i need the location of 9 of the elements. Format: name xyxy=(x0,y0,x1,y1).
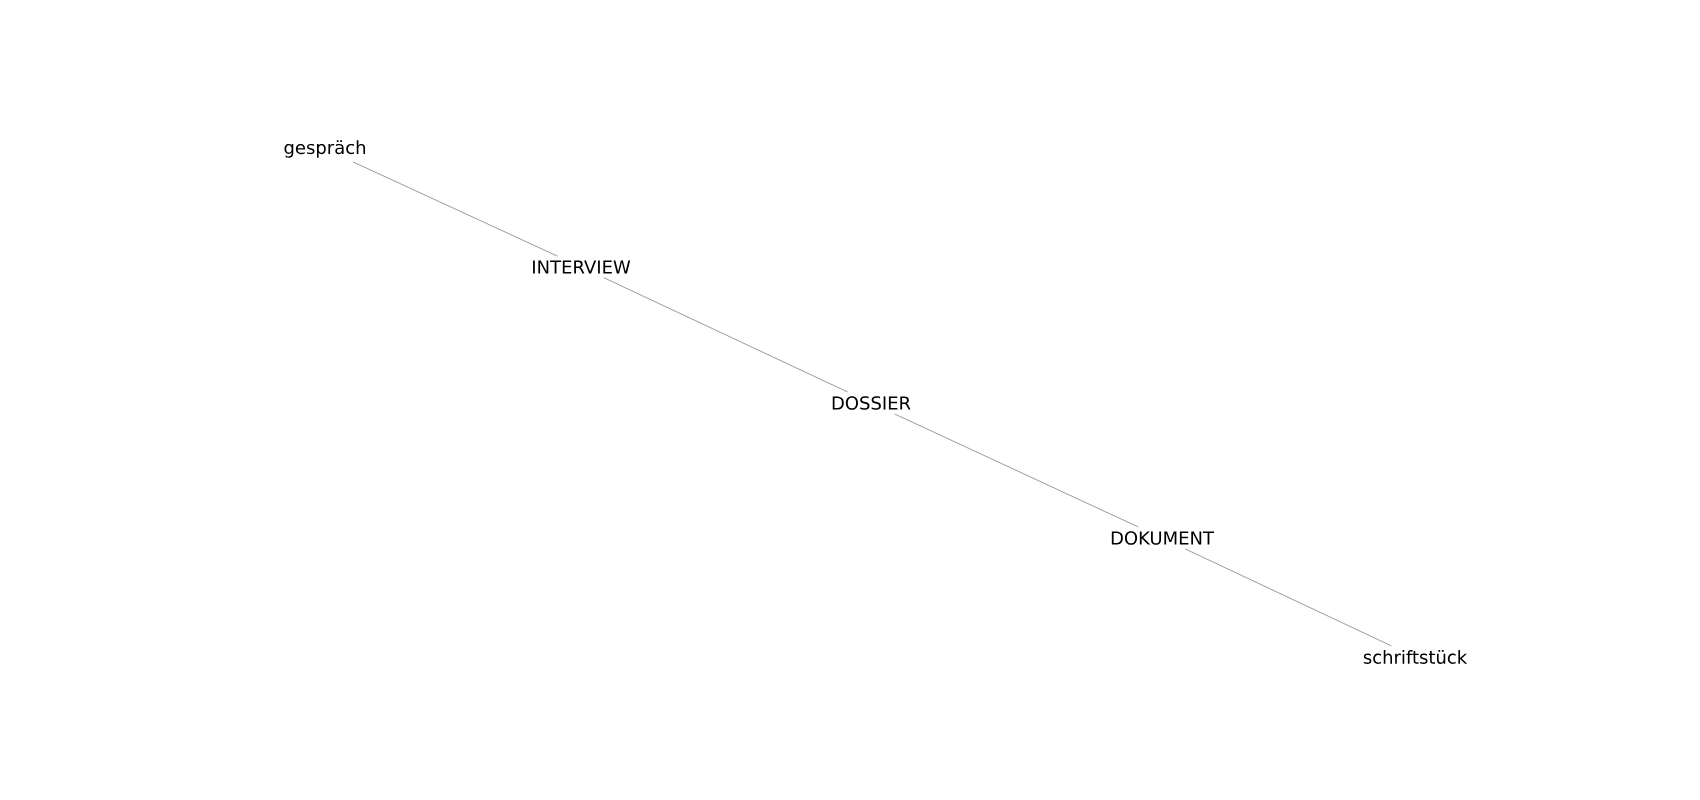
node-label: DOKUMENT xyxy=(1111,531,1215,545)
connector-line xyxy=(894,413,1139,528)
node-label: schriftstück xyxy=(1363,650,1468,664)
connector-line xyxy=(352,161,559,257)
connector-line xyxy=(603,277,848,393)
connector-line xyxy=(1185,548,1392,647)
node-label: gespräch xyxy=(284,140,365,158)
node-label: INTERVIEW xyxy=(533,260,631,274)
node-label: DOSSIER xyxy=(832,396,911,410)
